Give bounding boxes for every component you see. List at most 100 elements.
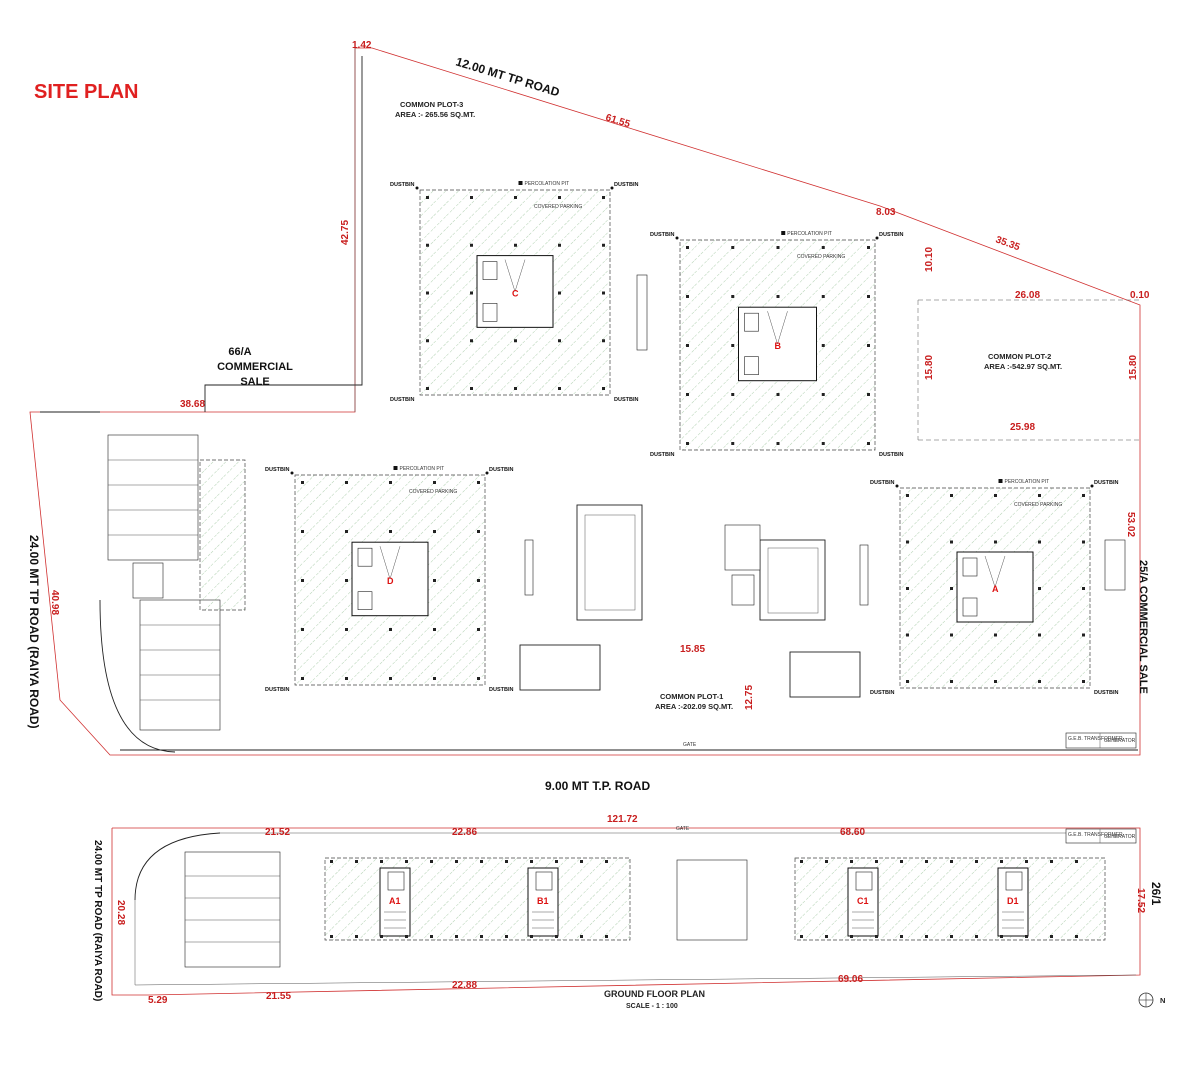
column xyxy=(602,339,605,343)
column xyxy=(470,196,473,199)
column xyxy=(925,935,928,938)
column xyxy=(850,860,853,863)
column xyxy=(505,860,508,863)
column xyxy=(1082,587,1085,590)
dim-west-top: 38.68 xyxy=(180,399,205,410)
dustbin-icon xyxy=(895,484,899,488)
column xyxy=(1038,633,1041,637)
column xyxy=(821,295,825,298)
dustbin-label: DUSTBIN xyxy=(1094,480,1118,486)
column xyxy=(345,677,348,680)
column xyxy=(950,587,953,590)
west-road-label: 24.00 MT TP ROAD (RAIYA ROAD) xyxy=(27,535,41,729)
west-plot-use: COMMERCIAL xyxy=(217,361,293,373)
column xyxy=(686,295,689,298)
dustbin-icon xyxy=(675,236,679,240)
lift-icon xyxy=(482,261,498,280)
column xyxy=(731,344,735,347)
column xyxy=(558,339,561,343)
staircase-icon xyxy=(384,911,406,929)
column xyxy=(580,935,583,938)
column xyxy=(906,633,909,637)
ground-west-road-label: 24.00 MT TP ROAD (RAIYA ROAD) xyxy=(92,840,103,1001)
dim-plot1-width: 15.85 xyxy=(680,644,705,655)
ground-dim-top-right: 68.60 xyxy=(840,827,865,838)
west-plot-number: 66/A xyxy=(228,346,251,358)
covered-parking-label: COVERED PARKING xyxy=(409,489,457,495)
column xyxy=(867,295,870,298)
column xyxy=(301,579,304,582)
column xyxy=(686,393,689,396)
common-plot1-area: AREA :-202.09 SQ.MT. xyxy=(655,702,733,711)
column xyxy=(301,481,304,484)
dustbin-label: DUSTBIN xyxy=(650,452,674,458)
column xyxy=(1075,935,1078,938)
ground-geb-label: G.E.B. TRANSFORMER xyxy=(1068,832,1123,838)
percolation-pit-icon xyxy=(998,479,1003,483)
column xyxy=(470,243,473,247)
column xyxy=(1038,587,1041,590)
column xyxy=(345,628,348,631)
column xyxy=(605,860,608,863)
column xyxy=(900,935,903,938)
column xyxy=(389,628,392,631)
ground-dim-bottom-mid: 22.88 xyxy=(452,980,477,991)
column xyxy=(1050,935,1053,938)
dustbin-icon xyxy=(415,186,419,190)
column xyxy=(470,339,473,343)
percolation-pit-icon xyxy=(518,181,523,185)
dustbin-label: DUSTBIN xyxy=(265,467,289,473)
staircase-icon xyxy=(1002,911,1024,929)
ground-generator-label: GENERATOR xyxy=(1104,834,1136,840)
column xyxy=(950,680,953,683)
ground-plan-scale: SCALE - 1 : 100 xyxy=(626,1003,678,1010)
lift-icon xyxy=(744,356,759,376)
column xyxy=(301,530,304,533)
dustbin-label: DUSTBIN xyxy=(390,397,414,403)
column xyxy=(867,344,870,347)
column xyxy=(433,530,436,533)
dustbin-icon xyxy=(875,236,879,240)
column xyxy=(994,633,997,637)
column xyxy=(906,680,909,683)
column xyxy=(825,860,828,863)
dustbin-icon xyxy=(610,186,614,190)
column xyxy=(602,291,605,295)
dustbin-label: DUSTBIN xyxy=(879,232,903,238)
dim-east-top: 0.10 xyxy=(1130,290,1150,301)
column xyxy=(731,393,735,396)
column xyxy=(602,387,605,390)
column xyxy=(776,442,780,445)
column xyxy=(1075,860,1078,863)
dim-north-east: 8.03 xyxy=(876,207,896,218)
common-plot3-area: AREA :- 265.56 SQ.MT. xyxy=(395,110,475,119)
ground-east-plot-label: 26/1 xyxy=(1149,882,1163,906)
lift-icon xyxy=(357,547,373,567)
staircase-icon xyxy=(852,911,874,929)
column xyxy=(867,393,870,396)
lift-icon xyxy=(744,312,759,332)
ground-dim-bottom-left: 5.29 xyxy=(148,995,168,1006)
geb-label: G.E.B. TRANSFORMER xyxy=(1068,736,1123,742)
column xyxy=(1038,494,1041,497)
dustbin-label: DUSTBIN xyxy=(614,397,638,403)
lift-icon xyxy=(1005,871,1023,891)
column xyxy=(850,935,853,938)
column xyxy=(505,935,508,938)
column xyxy=(514,196,517,199)
column xyxy=(433,481,436,484)
lift-icon xyxy=(962,597,978,617)
column xyxy=(301,628,304,631)
column xyxy=(994,540,997,544)
column xyxy=(821,393,825,396)
north-arrow-icon xyxy=(1138,992,1154,1008)
ground-dim-top-total: 121.72 xyxy=(607,814,638,825)
dim-west-side: 40.98 xyxy=(49,590,60,615)
column xyxy=(433,628,436,631)
column xyxy=(906,540,909,544)
column xyxy=(776,295,780,298)
column xyxy=(433,579,436,582)
column xyxy=(1000,935,1003,938)
